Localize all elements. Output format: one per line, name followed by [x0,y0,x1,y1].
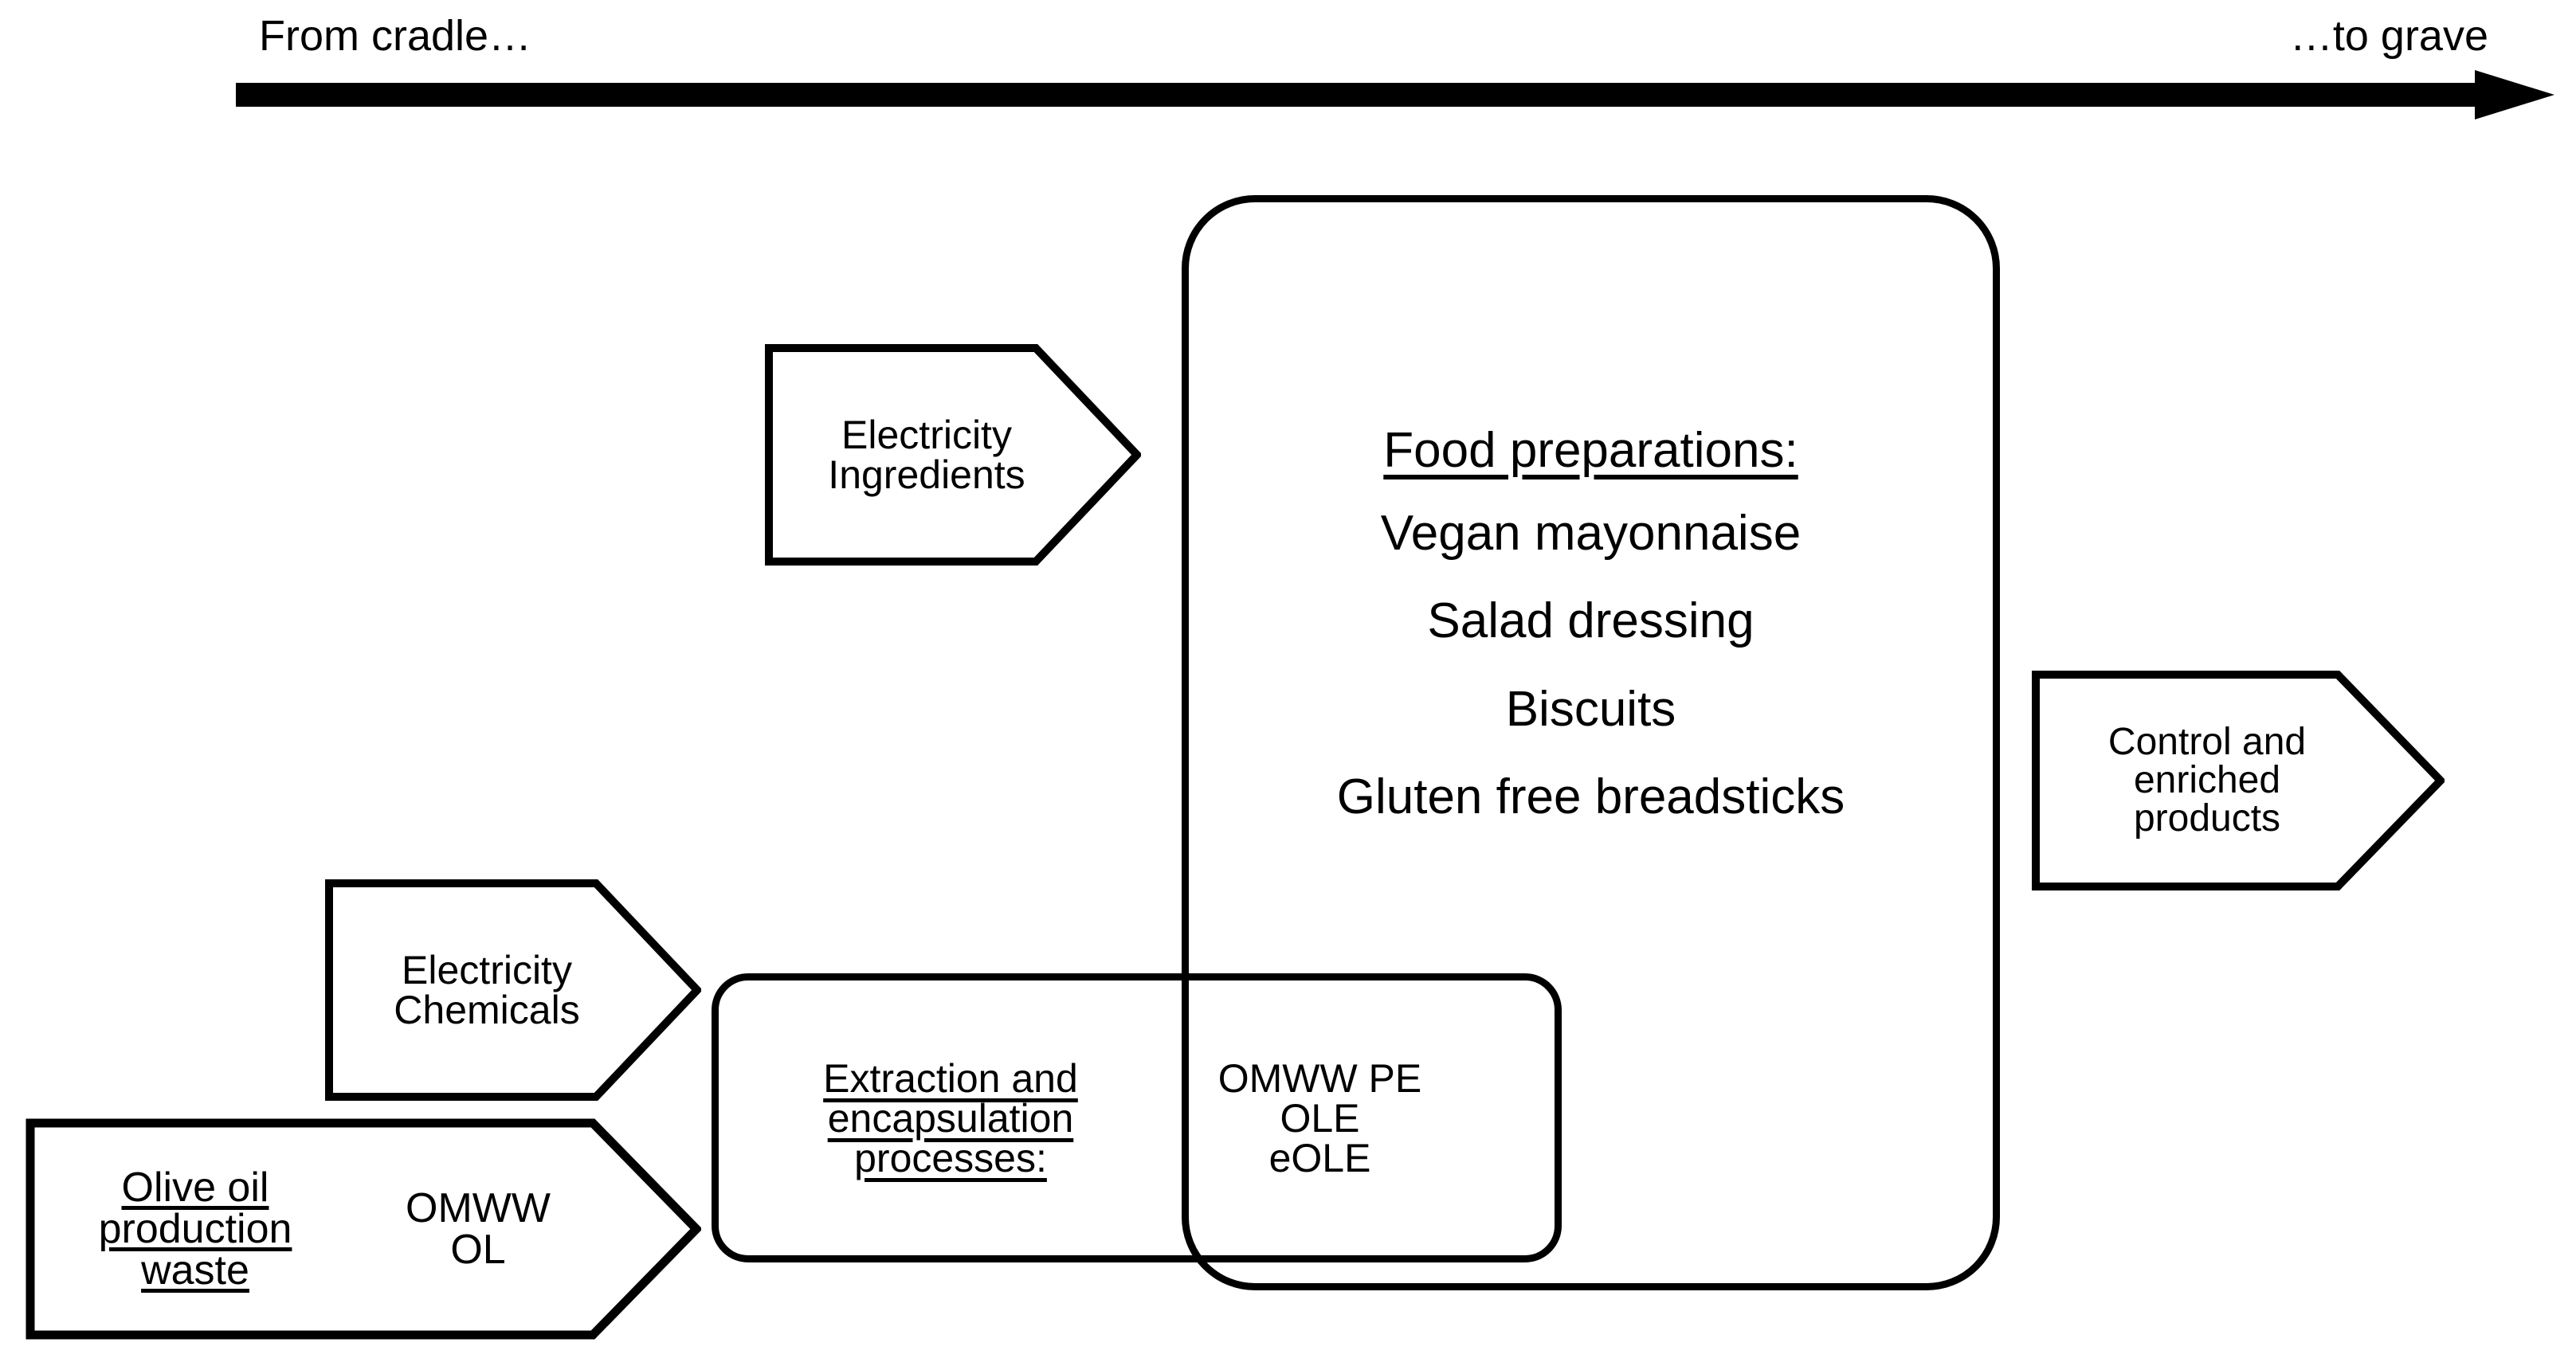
input-line-2: Chemicals [394,988,580,1032]
timeline-end-label: …to grave [2289,12,2488,60]
product-box-food-preparations [1182,195,2000,1290]
output-line-2: enriched [2133,759,2281,801]
output-line-3: products [2133,797,2281,840]
input-line-1: Electricity [402,948,572,992]
feedstock-stream-1: OMWW [406,1185,551,1231]
feedstock-title-line-3: waste [141,1247,249,1294]
output-arrow-control-and-enriched-products: Control and enriched products [2032,671,2445,890]
input-arrow-electricity-chemicals: Electricity Chemicals [325,879,701,1101]
input-line-1: Electricity [841,413,1012,457]
timeline-start-label: From cradle… [259,12,532,60]
process-box-extraction-and-encapsulation [712,973,1562,1262]
feedstock-title-line-1: Olive oil [121,1164,269,1211]
input-line-2: Ingredients [828,452,1025,497]
feedstock-streams: OMWW OL [351,1188,606,1270]
input-arrow-electricity-ingredients: Electricity Ingredients [765,344,1141,566]
feedstock-arrow-olive-oil-production-waste: Olive oil production waste OMWW OL [25,1118,701,1340]
feedstock-title-line-2: production [98,1206,292,1252]
timeline-right-arrow-icon [236,70,2554,119]
feedstock-stream-2: OL [450,1227,506,1273]
output-line-1: Control and [2107,721,2307,763]
feedstock-title: Olive oil production waste [40,1167,351,1291]
